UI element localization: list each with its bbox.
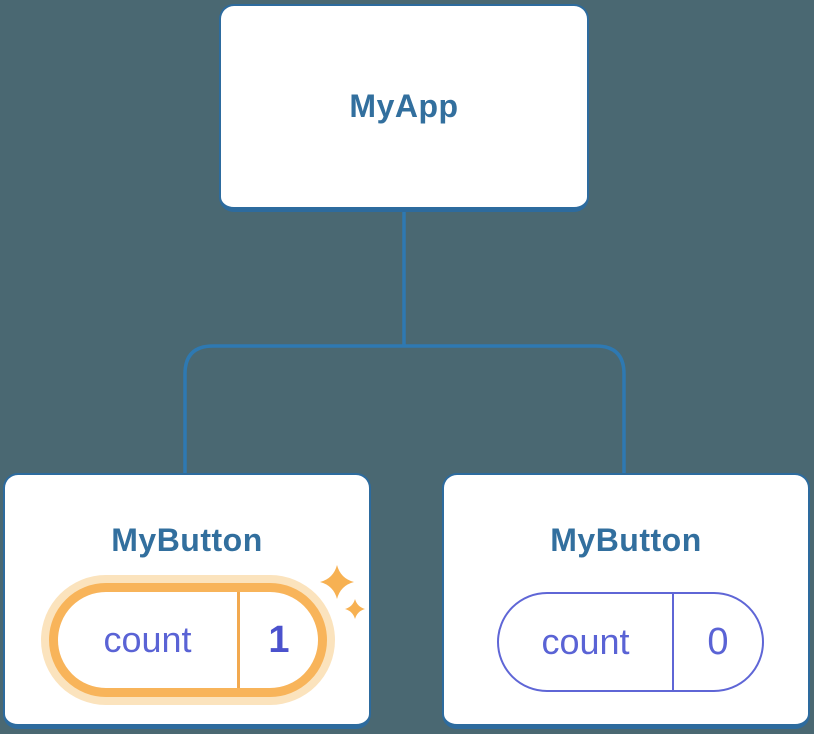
state-value: 1 <box>268 618 290 661</box>
node-label: MyButton <box>550 522 702 558</box>
state-pill: count 0 <box>497 592 764 692</box>
component-node-myapp: MyApp <box>219 4 589 212</box>
pill-divider <box>237 592 240 688</box>
component-node-mybutton-left: MyButton count 1 <box>3 473 371 729</box>
pill-divider <box>672 594 674 690</box>
sparkles-icon <box>320 565 365 619</box>
component-node-mybutton-right: MyButton count 0 <box>442 473 810 729</box>
node-label: MyApp <box>349 88 459 124</box>
state-value: 0 <box>707 620 729 663</box>
state-key-label: count <box>103 619 192 660</box>
state-key-label: count <box>541 621 630 662</box>
connector-branch <box>183 344 626 473</box>
state-pill-highlighted: count 1 <box>49 583 327 697</box>
node-label: MyButton <box>111 522 263 558</box>
